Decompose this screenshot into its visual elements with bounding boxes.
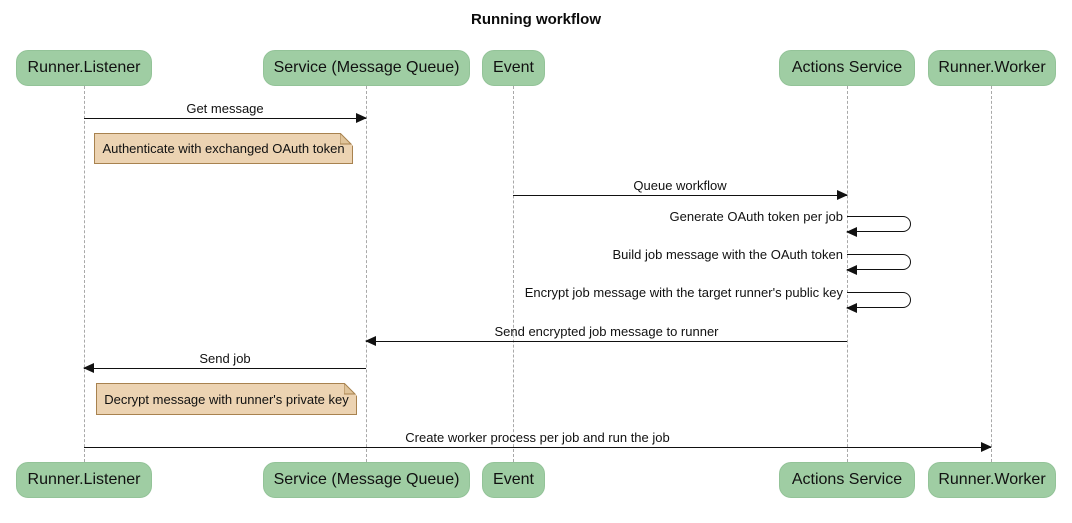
- arrowhead-left-icon: [846, 264, 857, 275]
- message-create-worker-process: Create worker process per job and run th…: [84, 430, 992, 452]
- message-label: Send job: [199, 351, 251, 366]
- message-queue-workflow: Queue workflow: [513, 178, 848, 200]
- message-get-message: Get message: [84, 101, 367, 123]
- lifeline-event: [512, 86, 514, 462]
- arrowhead-right-icon: [981, 442, 992, 452]
- note-fold-icon: [344, 383, 357, 396]
- participant-event-bottom: Event: [482, 462, 545, 498]
- message-label: Build job message with the OAuth token: [612, 247, 843, 262]
- participant-actions-service-top: Actions Service: [779, 50, 915, 86]
- self-loop-line: [846, 292, 911, 313]
- message-line: [84, 442, 992, 452]
- message-line: [84, 113, 367, 123]
- message-label: Encrypt job message with the target runn…: [524, 285, 843, 300]
- participant-actions-service-bottom: Actions Service: [779, 462, 915, 498]
- message-label: Create worker process per job and run th…: [405, 430, 670, 445]
- message-label: Send encrypted job message to runner: [494, 324, 719, 339]
- note-label: Authenticate with exchanged OAuth token: [102, 141, 345, 156]
- participant-service-message-queue-top: Service (Message Queue): [263, 50, 470, 86]
- message-line: [365, 336, 847, 346]
- participant-runner-worker-bottom: Runner.Worker: [928, 462, 1056, 498]
- participant-runner-listener-top: Runner.Listener: [16, 50, 152, 86]
- arrowhead-left-icon: [365, 336, 376, 346]
- arrowhead-left-icon: [846, 302, 857, 313]
- lifeline-runner-listener: [83, 86, 85, 462]
- message-line: [513, 190, 848, 200]
- self-loop-line: [846, 216, 911, 237]
- arrowhead-left-icon: [83, 363, 94, 373]
- message-label: Generate OAuth token per job: [669, 209, 843, 224]
- participant-runner-listener-bottom: Runner.Listener: [16, 462, 152, 498]
- message-send-job: Send job: [83, 351, 366, 373]
- participant-runner-worker-top: Runner.Worker: [928, 50, 1056, 86]
- participant-service-message-queue-bottom: Service (Message Queue): [263, 462, 470, 498]
- arrowhead-right-icon: [356, 113, 367, 123]
- message-label: Queue workflow: [633, 178, 727, 193]
- participant-event-top: Event: [482, 50, 545, 86]
- note-fold-icon: [340, 133, 353, 146]
- message-send-encrypted-job: Send encrypted job message to runner: [365, 324, 847, 346]
- message-label: Get message: [186, 101, 264, 116]
- note-label: Decrypt message with runner's private ke…: [104, 391, 349, 407]
- diagram-title: Running workflow: [471, 11, 601, 28]
- note-decrypt-private-key: Decrypt message with runner's private ke…: [96, 383, 357, 415]
- arrowhead-left-icon: [846, 226, 857, 237]
- arrowhead-right-icon: [837, 190, 848, 200]
- lifeline-runner-worker: [990, 86, 992, 462]
- note-authenticate-oauth: Authenticate with exchanged OAuth token: [94, 133, 353, 164]
- lifeline-service-message-queue: [365, 86, 367, 462]
- self-loop-line: [846, 254, 911, 275]
- message-line: [83, 363, 366, 373]
